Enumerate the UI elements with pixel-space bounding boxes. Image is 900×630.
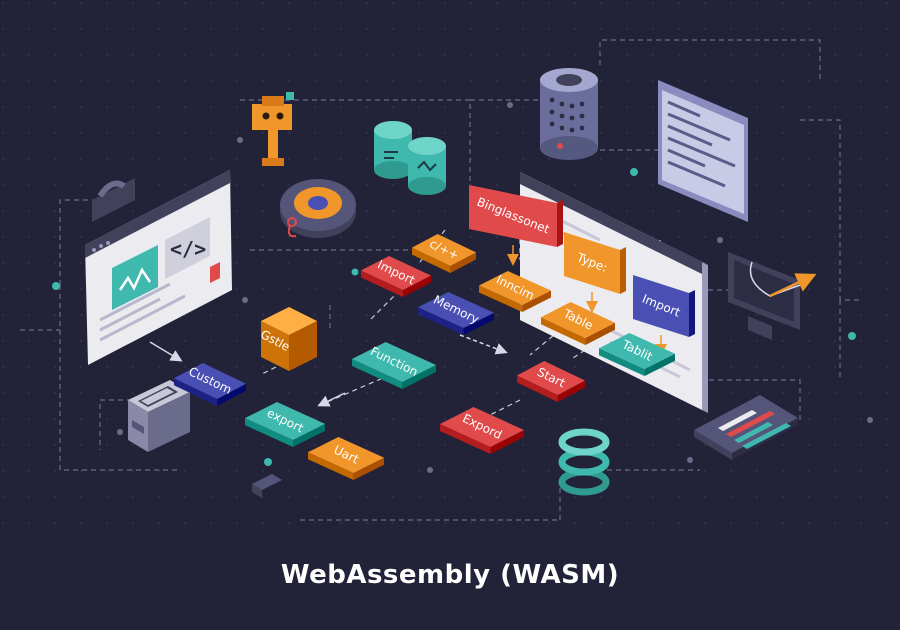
wasm-tile: Binglassonet [469, 185, 563, 266]
wasm-tile: export [245, 402, 325, 447]
browser-window-icon: </> [85, 170, 232, 365]
wasm-tile: Custom [174, 363, 246, 406]
wasm-tile: Memory [418, 292, 494, 335]
sync-loop-icon [558, 428, 610, 496]
server-cylinder-icon [540, 68, 598, 160]
code-glyph: </> [170, 237, 206, 261]
wasm-tile: Expord [440, 407, 524, 454]
arrow-connector [149, 341, 183, 362]
code-panel-icon [658, 80, 748, 222]
magnet-icon [92, 178, 135, 222]
wasm-tile: Import [633, 275, 695, 356]
connection-lines [20, 39, 860, 521]
small-node-dots [117, 102, 873, 473]
gear-icon [280, 179, 356, 238]
wasm-tile: c/++ [412, 234, 476, 273]
small-chip-icon [252, 474, 282, 498]
wasm-tile: Uart [308, 437, 384, 480]
arrow-connector [317, 392, 346, 407]
node-dots [52, 168, 856, 466]
wasm-tile: Start [517, 361, 585, 402]
wasm-tile: Type: [564, 232, 626, 313]
hard-drive-icon [128, 380, 190, 452]
chart-panel-icon [694, 395, 798, 460]
monitor-arrow-icon [728, 252, 817, 340]
robot-icon [252, 92, 294, 166]
arrow-connector [459, 334, 508, 355]
wasm-tile: Gstle [258, 307, 317, 371]
database-icon [374, 121, 446, 195]
page-title: WebAssembly (WASM) [280, 560, 620, 590]
wasm-tile: Import [361, 256, 431, 297]
wasm-tile: Table [541, 302, 615, 345]
